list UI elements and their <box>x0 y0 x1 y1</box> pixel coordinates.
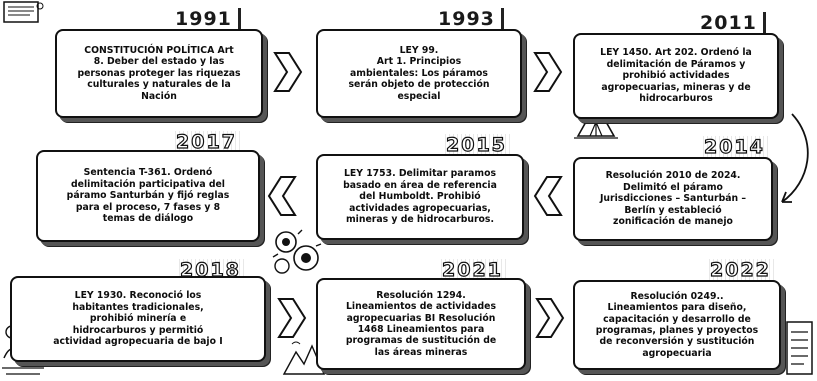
checklist-document-icon <box>786 321 813 375</box>
year-label-1991: 1991 <box>175 8 241 30</box>
year-label-2021: 2021 <box>438 258 507 282</box>
timeline-text-2015: LEY 1753. Delimitar paramos basado en ár… <box>343 168 497 226</box>
timeline-box-2018: LEY 1930. Reconoció los habitantes tradi… <box>10 276 266 362</box>
year-label-2017: 2017 <box>172 130 241 154</box>
year-label-2014: 2014 <box>700 135 769 159</box>
timeline-text-1993: LEY 99. Art 1. Principios ambientales: L… <box>348 44 490 102</box>
year-label-2022: 2022 <box>706 258 775 282</box>
timeline-box-1991: CONSTITUCIÓN POLÍTICA Art 8. Deber del e… <box>55 29 263 118</box>
timeline-box-2021: Resolución 1294. Lineamientos de activid… <box>316 278 526 370</box>
year-label-2018: 2018 <box>176 258 245 282</box>
mountain-sketch-icon <box>282 341 326 375</box>
timeline-box-2022: Resolución 0249.. Lineamientos para dise… <box>573 280 781 370</box>
chevron-right-icon <box>535 298 565 338</box>
year-label-2015: 2015 <box>442 133 511 157</box>
document-scroll-icon <box>3 1 44 23</box>
year-label-1993: 1993 <box>438 8 504 30</box>
year-label-2011: 2011 <box>700 12 766 34</box>
gears-icon <box>272 229 322 274</box>
chevron-right-icon <box>277 298 307 338</box>
timeline-text-2014: Resolución 2010 de 2024. Delimitó el pár… <box>599 170 747 228</box>
timeline-text-2017: Sentencia T-361. Ordenó delimitación par… <box>66 167 230 225</box>
timeline-text-2021: Resolución 1294. Lineamientos de activid… <box>345 289 497 358</box>
timeline-text-2018: LEY 1930. Reconoció los habitantes tradi… <box>53 290 223 348</box>
timeline-text-2022: Resolución 0249.. Lineamientos para dise… <box>595 290 759 359</box>
timeline-text-1991: CONSTITUCIÓN POLÍTICA Art 8. Deber del e… <box>77 44 241 102</box>
chevron-left-icon <box>533 176 563 216</box>
timeline-box-1993: LEY 99. Art 1. Principios ambientales: L… <box>316 29 522 118</box>
timeline-box-2011: LEY 1450. Art 202. Ordenó la delimitació… <box>573 33 779 119</box>
chevron-left-icon <box>267 176 297 216</box>
chevron-right-icon <box>533 52 563 92</box>
timeline-box-2014: Resolución 2010 de 2024. Delimitó el pár… <box>573 157 773 241</box>
chevron-right-icon <box>273 52 303 92</box>
timeline-box-2017: Sentencia T-361. Ordenó delimitación par… <box>36 150 260 242</box>
timeline-box-2015: LEY 1753. Delimitar paramos basado en ár… <box>316 154 524 240</box>
timeline-text-2011: LEY 1450. Art 202. Ordenó la delimitació… <box>600 47 752 105</box>
curved-arrow-connector <box>781 113 809 203</box>
